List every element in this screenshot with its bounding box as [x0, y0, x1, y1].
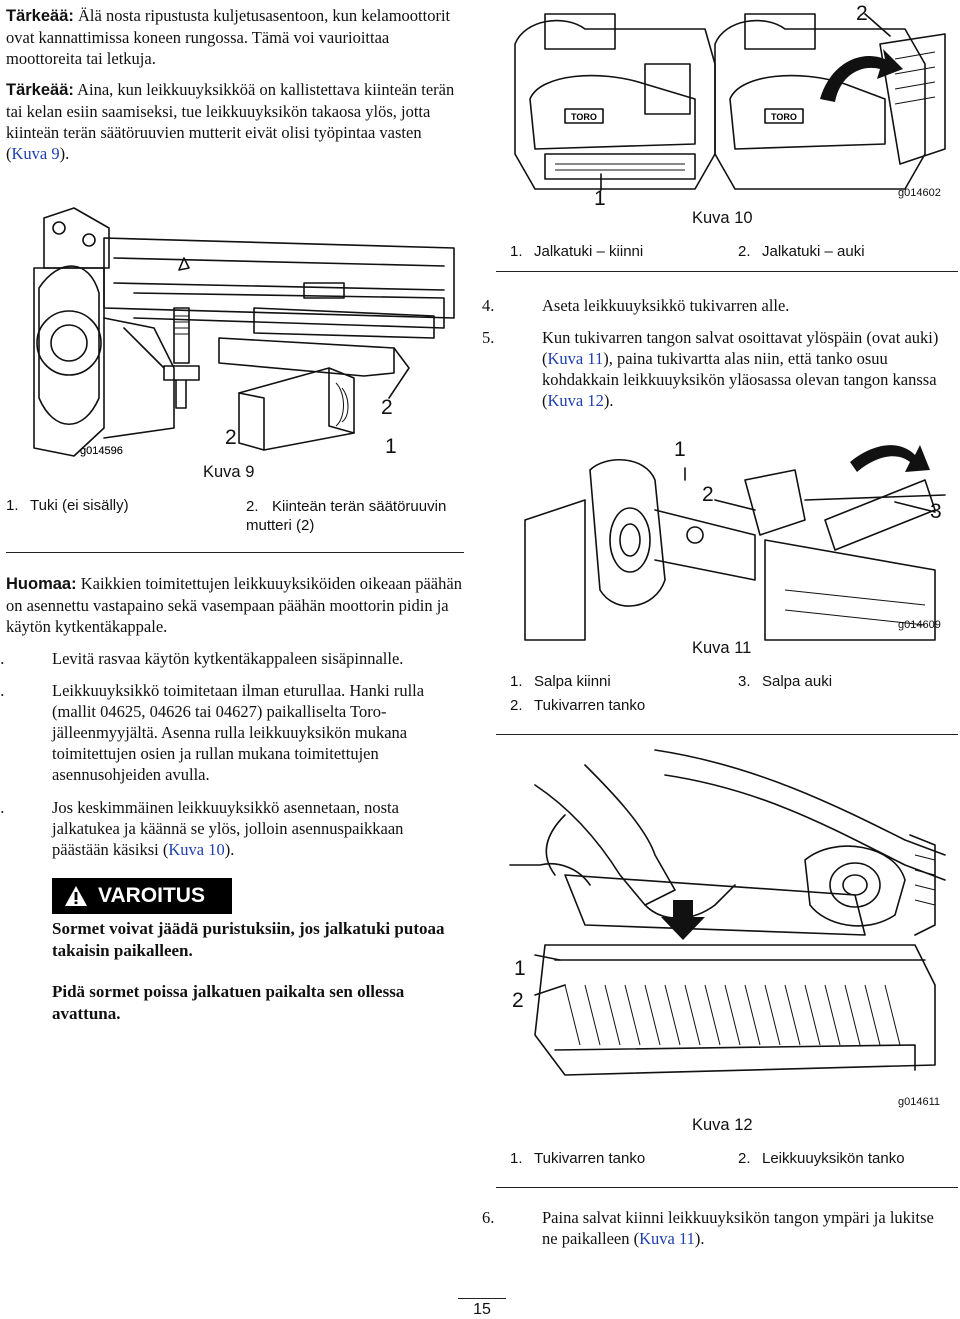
adjuster-screw [123, 307, 200, 409]
cutting-unit-reel [534, 944, 936, 1076]
page-number: 15 [473, 1301, 491, 1318]
figure-code: g014596 [80, 445, 123, 457]
legend-item: 1.Tuki (ei sisälly) [6, 497, 129, 514]
support-arm [564, 749, 946, 936]
wooden-support-block [218, 337, 410, 451]
figure-link[interactable]: Kuva 11 [547, 349, 604, 368]
support-arm-latch [524, 445, 946, 641]
callout-2: 2 [702, 483, 714, 506]
legend-item: 1.Jalkatuki – kiinni [510, 243, 644, 260]
figure-link[interactable]: Kuva 9 [11, 144, 60, 163]
legend-item: 3.Salpa auki [738, 673, 833, 690]
figure-12-illustration [509, 749, 946, 1076]
footrest-closed: TORO [514, 13, 716, 190]
figure-title: Kuva 10 [692, 209, 753, 227]
callout-2: 2 [381, 396, 393, 419]
legend-item: 2.Jalkatuki – auki [738, 243, 865, 260]
divider [496, 1187, 958, 1188]
figure-9-illustration: g014596 [33, 207, 455, 457]
figure-link[interactable]: Kuva 11 [639, 1229, 695, 1248]
step-3: 3.Jos keskimmäinen leikkuuyksikkö asenne… [0, 798, 404, 859]
page-number-rule [458, 1298, 506, 1299]
legend-item: 1.Tukivarren tanko [510, 1150, 646, 1167]
down-arrow-icon [661, 900, 705, 940]
step-1: 1.Levitä rasvaa käytön kytkentäkappaleen… [0, 649, 404, 668]
figure-code: g014602 [898, 187, 941, 199]
figure-title: Kuva 9 [203, 463, 255, 481]
warning-text: Pidä sormet poissa jalkatuen paikalta se… [52, 982, 405, 1023]
important-label: Tärkeää: [6, 81, 74, 99]
warning-icon [65, 886, 87, 906]
figure-link[interactable]: Kuva 10 [168, 840, 225, 859]
legend-item: 2.Tukivarren tanko [510, 697, 646, 714]
step-5: 5.Kun tukivarren tangon salvat osoittava… [482, 328, 939, 410]
callout-1: 1 [594, 187, 606, 210]
callout-1: 1 [514, 957, 526, 980]
legend-item: 2.Kiinteän terän säätöruuvin mutteri (2) [246, 498, 447, 534]
warning-text: Sormet voivat jäädä puristuksiin, jos ja… [52, 919, 445, 960]
hand-pressing-arm [509, 764, 736, 919]
important-text: Älä nosta ripustusta kuljetusasentoon, k… [6, 6, 451, 68]
cutting-unit-frame [33, 207, 455, 457]
figure-code: g014596 [80, 445, 123, 457]
warning-banner: VAROITUS [52, 878, 232, 914]
callout-2: 2 [225, 426, 237, 449]
figure-11-illustration [524, 445, 946, 641]
callout-1: 1 [385, 435, 397, 458]
important-note-1: Tärkeää: Älä nosta ripustusta kuljetusas… [6, 5, 456, 69]
svg-text:TORO: TORO [571, 112, 597, 122]
figure-title: Kuva 12 [692, 1116, 753, 1134]
figure-title: Kuva 11 [692, 639, 752, 657]
figure-code: g014609 [898, 619, 941, 631]
svg-text:TORO: TORO [771, 112, 797, 122]
warning-title: VAROITUS [98, 884, 205, 907]
callout-2: 2 [856, 2, 868, 25]
note: Huomaa: Kaikkien toimitettujen leikkuuyk… [6, 573, 462, 637]
legend-item: 1.Salpa kiinni [510, 673, 611, 690]
step-6: 6.Paina salvat kiinni leikkuuyksikön tan… [482, 1208, 934, 1248]
callout-3: 3 [930, 500, 942, 523]
divider [6, 552, 464, 553]
figure-code: g014611 [898, 1096, 941, 1108]
divider [496, 734, 958, 735]
important-text: Aina, kun leikkuuyksikköä on kallistetta… [6, 80, 455, 163]
step-2: 2.Leikkuuyksikkö toimitetaan ilman eturu… [0, 681, 425, 784]
figure-10-illustration: TORO TORO [514, 13, 946, 191]
note-label: Huomaa: [6, 575, 77, 593]
note-text: Kaikkien toimitettujen leikkuuyksiköiden… [6, 574, 462, 636]
important-label: Tärkeää: [6, 7, 74, 25]
important-note-2: Tärkeää: Aina, kun leikkuuyksikköä on ka… [6, 80, 455, 163]
divider [496, 271, 958, 272]
footrest-open: TORO [714, 13, 946, 190]
figure-link[interactable]: Kuva 12 [547, 391, 604, 410]
step-4: 4.Aseta leikkuuyksikkö tukivarren alle. [482, 296, 790, 315]
legend-item: 2.Leikkuuyksikön tanko [738, 1150, 905, 1167]
callout-2: 2 [512, 989, 524, 1012]
callout-1: 1 [674, 438, 686, 461]
